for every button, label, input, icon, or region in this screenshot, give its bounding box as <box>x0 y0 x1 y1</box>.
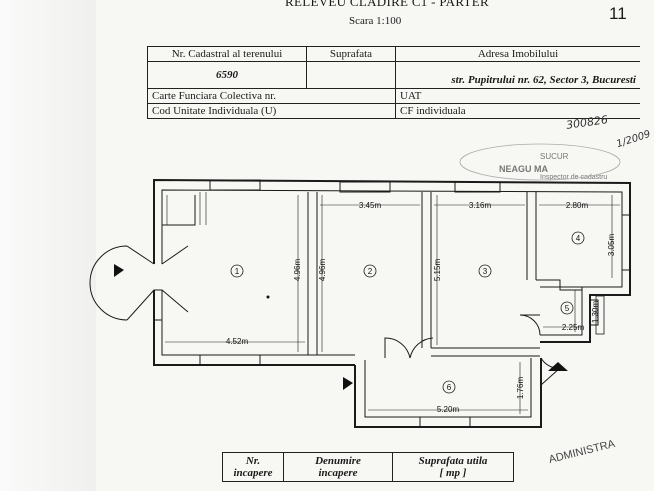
col-room-area: Suprafata utila[ mp ] <box>392 452 514 482</box>
window-right5 <box>589 299 599 326</box>
entrance-arrow-left <box>114 264 124 277</box>
dim-r3-height: 5.15m <box>433 259 442 282</box>
dim-r5-height: 1.30m <box>591 301 600 324</box>
cadastre-stamp-circle <box>459 143 621 181</box>
room3-circle <box>478 264 492 278</box>
entrance-arrow-right <box>548 362 568 371</box>
cadastral-value: 6590 <box>147 61 307 89</box>
page-number: 11 <box>609 4 627 23</box>
stamp-text-2: NEAGU MA <box>499 164 548 174</box>
dim-r4-height: 3.05m <box>607 234 616 257</box>
dim-r3-width: 3.16m <box>469 201 492 210</box>
entrance-door-left <box>89 245 155 321</box>
col-room-nr: Nr.incapere <box>222 452 284 482</box>
cadastral-label: Nr. Cadastral al terenului <box>147 46 307 62</box>
surface-label: Suprafata <box>306 46 396 62</box>
drawing-title: RELEVEU CLADIRE C1 - PARTER <box>285 0 490 9</box>
door-room2-3 <box>384 337 411 359</box>
entrance-arrow-bottom <box>343 377 353 390</box>
room5-circle <box>560 301 574 315</box>
address-value: str. Pupitrului nr. 62, Sector 3, Bucure… <box>395 61 640 89</box>
cf-individuala-label: CF individuala <box>395 103 640 119</box>
dim-r1-width: 4.52m <box>226 337 249 346</box>
dim-r5-width: 2.25m <box>562 323 585 332</box>
outer-wall-inner <box>161 189 623 336</box>
room2-circle <box>363 264 377 278</box>
col-room-name-label: Denumire <box>315 455 361 467</box>
drawing-scale: Scara 1:100 <box>349 15 402 27</box>
dim-r4-width: 2.80m <box>566 201 589 210</box>
window-right <box>621 214 631 271</box>
stamp-text-3: Inspector de cadastru <box>540 174 608 181</box>
entrance-door-right <box>161 245 189 313</box>
dim-r1-height: 4.96m <box>293 259 302 282</box>
dot-mark <box>266 295 270 299</box>
col-room-nr-label: Nr. <box>245 455 261 467</box>
door-room6-bottom <box>540 357 561 386</box>
cod-unitate-label: Cod Unitate Individuala (U) <box>147 103 396 119</box>
window-top3 <box>454 181 501 193</box>
room6-number: 6 <box>447 383 452 392</box>
col-room-nr-label-2: incapere <box>233 467 273 479</box>
room1-cabinet <box>162 195 196 226</box>
room4-circle <box>571 231 585 245</box>
window-bottom6 <box>419 416 471 428</box>
col-room-area-label-2: [ mp ] <box>439 467 467 479</box>
room1-circle <box>230 264 244 278</box>
room5-fixture <box>595 295 605 335</box>
room5-number: 5 <box>565 304 570 313</box>
outer-wall <box>153 178 631 343</box>
cadastral-info-table: Nr. Cadastral al terenului Suprafata Adr… <box>147 46 640 119</box>
window-bottom1 <box>199 354 261 366</box>
room6-circle <box>442 380 456 394</box>
window-left <box>153 289 163 321</box>
left-wall-lower <box>153 290 355 366</box>
page-curl-edge <box>0 0 96 491</box>
col-room-name-label-2: incapere <box>318 467 358 479</box>
stamp-text-1: SUCUR <box>540 152 569 161</box>
window-top1 <box>209 179 261 191</box>
dim-r2-height: 4.96m <box>318 259 327 282</box>
col-room-area-label: Suprafata utila <box>418 455 488 467</box>
dim-r2-width: 3.45m <box>359 201 382 210</box>
room4-number: 4 <box>576 234 581 243</box>
left-wall-lower-inner <box>161 290 355 356</box>
room3-number: 3 <box>483 267 488 276</box>
window-top2 <box>339 181 391 193</box>
room2-number: 2 <box>368 267 373 276</box>
room1-number: 1 <box>235 267 240 276</box>
door-room3-6 <box>409 337 434 359</box>
dim-r6-width: 5.20m <box>437 405 460 414</box>
wall-room4-bottom <box>536 279 582 291</box>
dim-r6-height: 1.76m <box>516 377 525 400</box>
door-room5 <box>519 314 541 336</box>
